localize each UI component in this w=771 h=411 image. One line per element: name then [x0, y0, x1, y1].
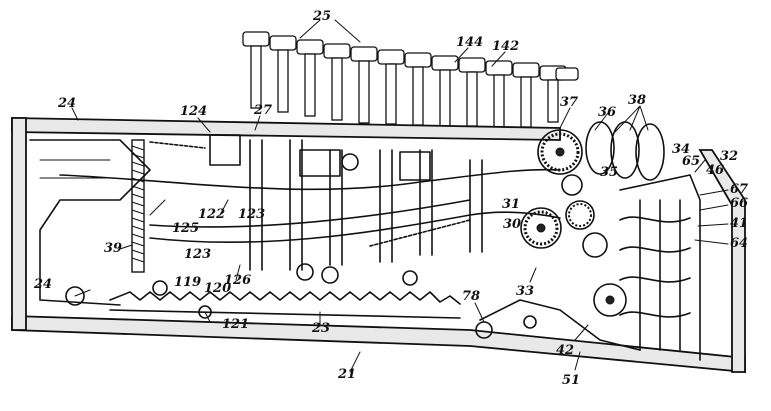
ref-label-46: 46 [706, 163, 724, 178]
ref-label-51: 51 [562, 373, 580, 388]
ref-label-23: 23 [311, 321, 330, 336]
ref-label-66: 66 [730, 196, 748, 211]
ref-label-32: 32 [720, 149, 738, 164]
ref-label-78: 78 [462, 289, 480, 304]
ref-label-65: 65 [682, 154, 700, 169]
ref-label-21: 21 [337, 367, 356, 382]
reference-labels: 25 144 142 37 38 36 24 124 27 34 65 32 3… [33, 9, 748, 388]
ref-label-25: 25 [312, 9, 331, 24]
ref-label-38: 38 [628, 93, 646, 108]
ref-label-144: 144 [456, 35, 483, 50]
ref-label-122: 122 [198, 207, 225, 222]
ref-label-125: 125 [172, 221, 199, 236]
ref-label-39: 39 [104, 241, 122, 256]
ref-label-35: 35 [600, 165, 618, 180]
toothed-rack-23 [109, 291, 461, 319]
ref-label-31: 31 [502, 197, 520, 212]
coil-spring-39 [131, 139, 145, 273]
ref-label-34: 34 [672, 142, 690, 157]
gear-train [520, 121, 665, 317]
ref-label-36: 36 [598, 105, 616, 120]
ref-label-123-lower: 123 [184, 247, 211, 262]
ref-label-37: 37 [560, 95, 578, 110]
ref-label-126: 126 [224, 273, 251, 288]
mechanism-blocks [209, 134, 483, 286]
cam-stack [619, 174, 701, 361]
ref-label-121: 121 [222, 317, 249, 332]
ref-label-142: 142 [492, 39, 519, 54]
leader-lines [71, 19, 729, 373]
ref-label-42: 42 [556, 343, 574, 358]
main-lever [59, 168, 561, 244]
ref-label-120: 120 [204, 281, 231, 296]
ref-label-24-lower: 24 [33, 277, 52, 292]
ref-label-27: 27 [253, 103, 272, 118]
ref-label-24-top: 24 [57, 96, 76, 111]
ref-label-119: 119 [174, 275, 201, 290]
key-row [242, 31, 579, 128]
ref-label-67: 67 [730, 182, 748, 197]
ref-label-123: 123 [238, 207, 265, 222]
ref-label-64: 64 [730, 236, 748, 251]
ref-label-124: 124 [180, 104, 207, 119]
ref-label-41: 41 [730, 216, 748, 231]
machine-frame [11, 117, 746, 373]
ref-label-33: 33 [516, 284, 534, 299]
ref-label-30: 30 [503, 217, 521, 232]
